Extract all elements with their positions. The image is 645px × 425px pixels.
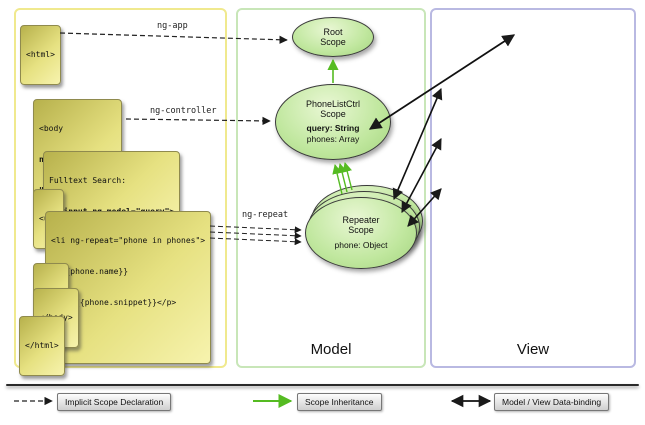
- repeater-scope-ellipse: Repeater Scope phone: Object: [305, 197, 417, 269]
- code-li-repeat: <li ng-repeat="phone in phones"> {{phone…: [45, 211, 212, 365]
- legend-separator: [6, 384, 639, 386]
- root-scope-ellipse: Root Scope: [292, 17, 374, 57]
- code-html-open: <html>: [20, 25, 61, 85]
- legend-databinding: Model / View Data-binding: [494, 393, 610, 411]
- legend-implicit-scope: Implicit Scope Declaration: [57, 393, 172, 411]
- ng-controller-label: ng-controller: [150, 106, 217, 116]
- legend-scope-inheritance: Scope Inheritance: [297, 393, 382, 411]
- code-html-close: </html>: [19, 316, 65, 376]
- ng-app-label: ng-app: [157, 21, 188, 31]
- view-panel: View: [430, 8, 636, 368]
- model-panel-label: Model: [310, 341, 352, 358]
- ng-repeat-label: ng-repeat: [242, 210, 289, 220]
- phonelistctrl-scope-ellipse: PhoneListCtrl Scope query: String phones…: [275, 84, 391, 160]
- model-panel: Model: [236, 8, 426, 368]
- view-panel-label: View: [516, 341, 550, 358]
